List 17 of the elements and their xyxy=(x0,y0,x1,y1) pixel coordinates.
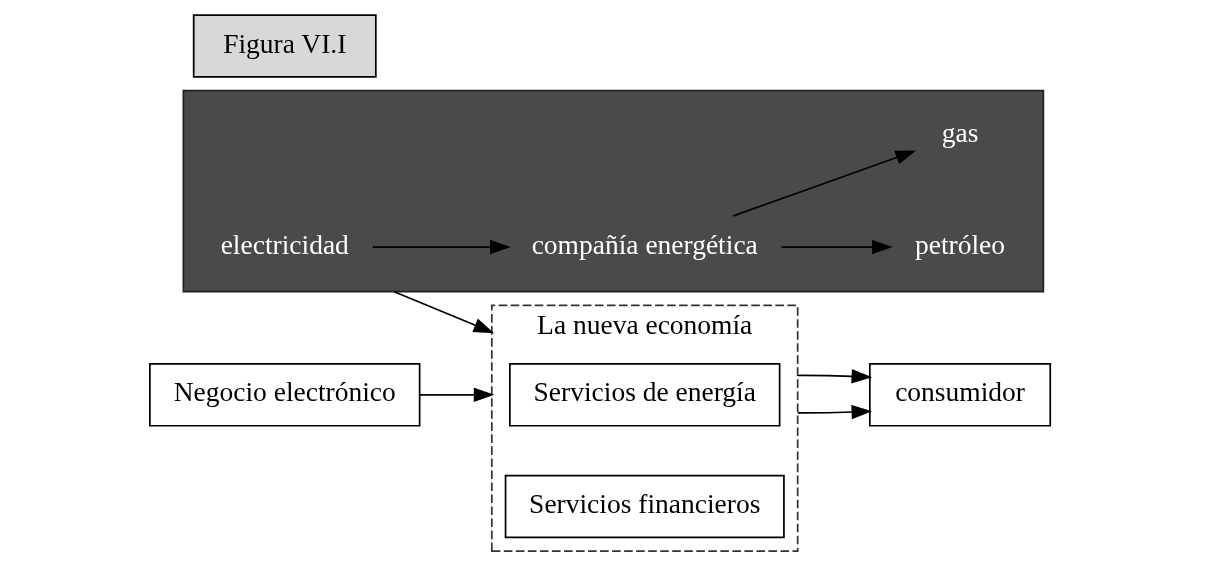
node-text: petróleo xyxy=(914,229,1005,260)
arrow xyxy=(796,369,872,384)
node-text: compañía energética xyxy=(531,229,758,260)
arrow xyxy=(371,239,511,255)
arrow xyxy=(780,239,893,255)
node-box: consumidor xyxy=(868,363,1051,427)
node-box: Figura VI.I xyxy=(192,14,377,78)
node-box: Servicios de energía xyxy=(508,363,780,427)
node-text: electricidad xyxy=(220,229,349,260)
arrow xyxy=(796,404,872,420)
arrow xyxy=(418,387,494,403)
node-box: Negocio electrónico xyxy=(148,363,420,427)
node-text: gas xyxy=(941,117,978,148)
cluster xyxy=(182,89,1044,293)
arrow xyxy=(392,290,494,334)
node-box: Servicios financieros xyxy=(504,474,785,539)
arrow xyxy=(731,150,916,217)
